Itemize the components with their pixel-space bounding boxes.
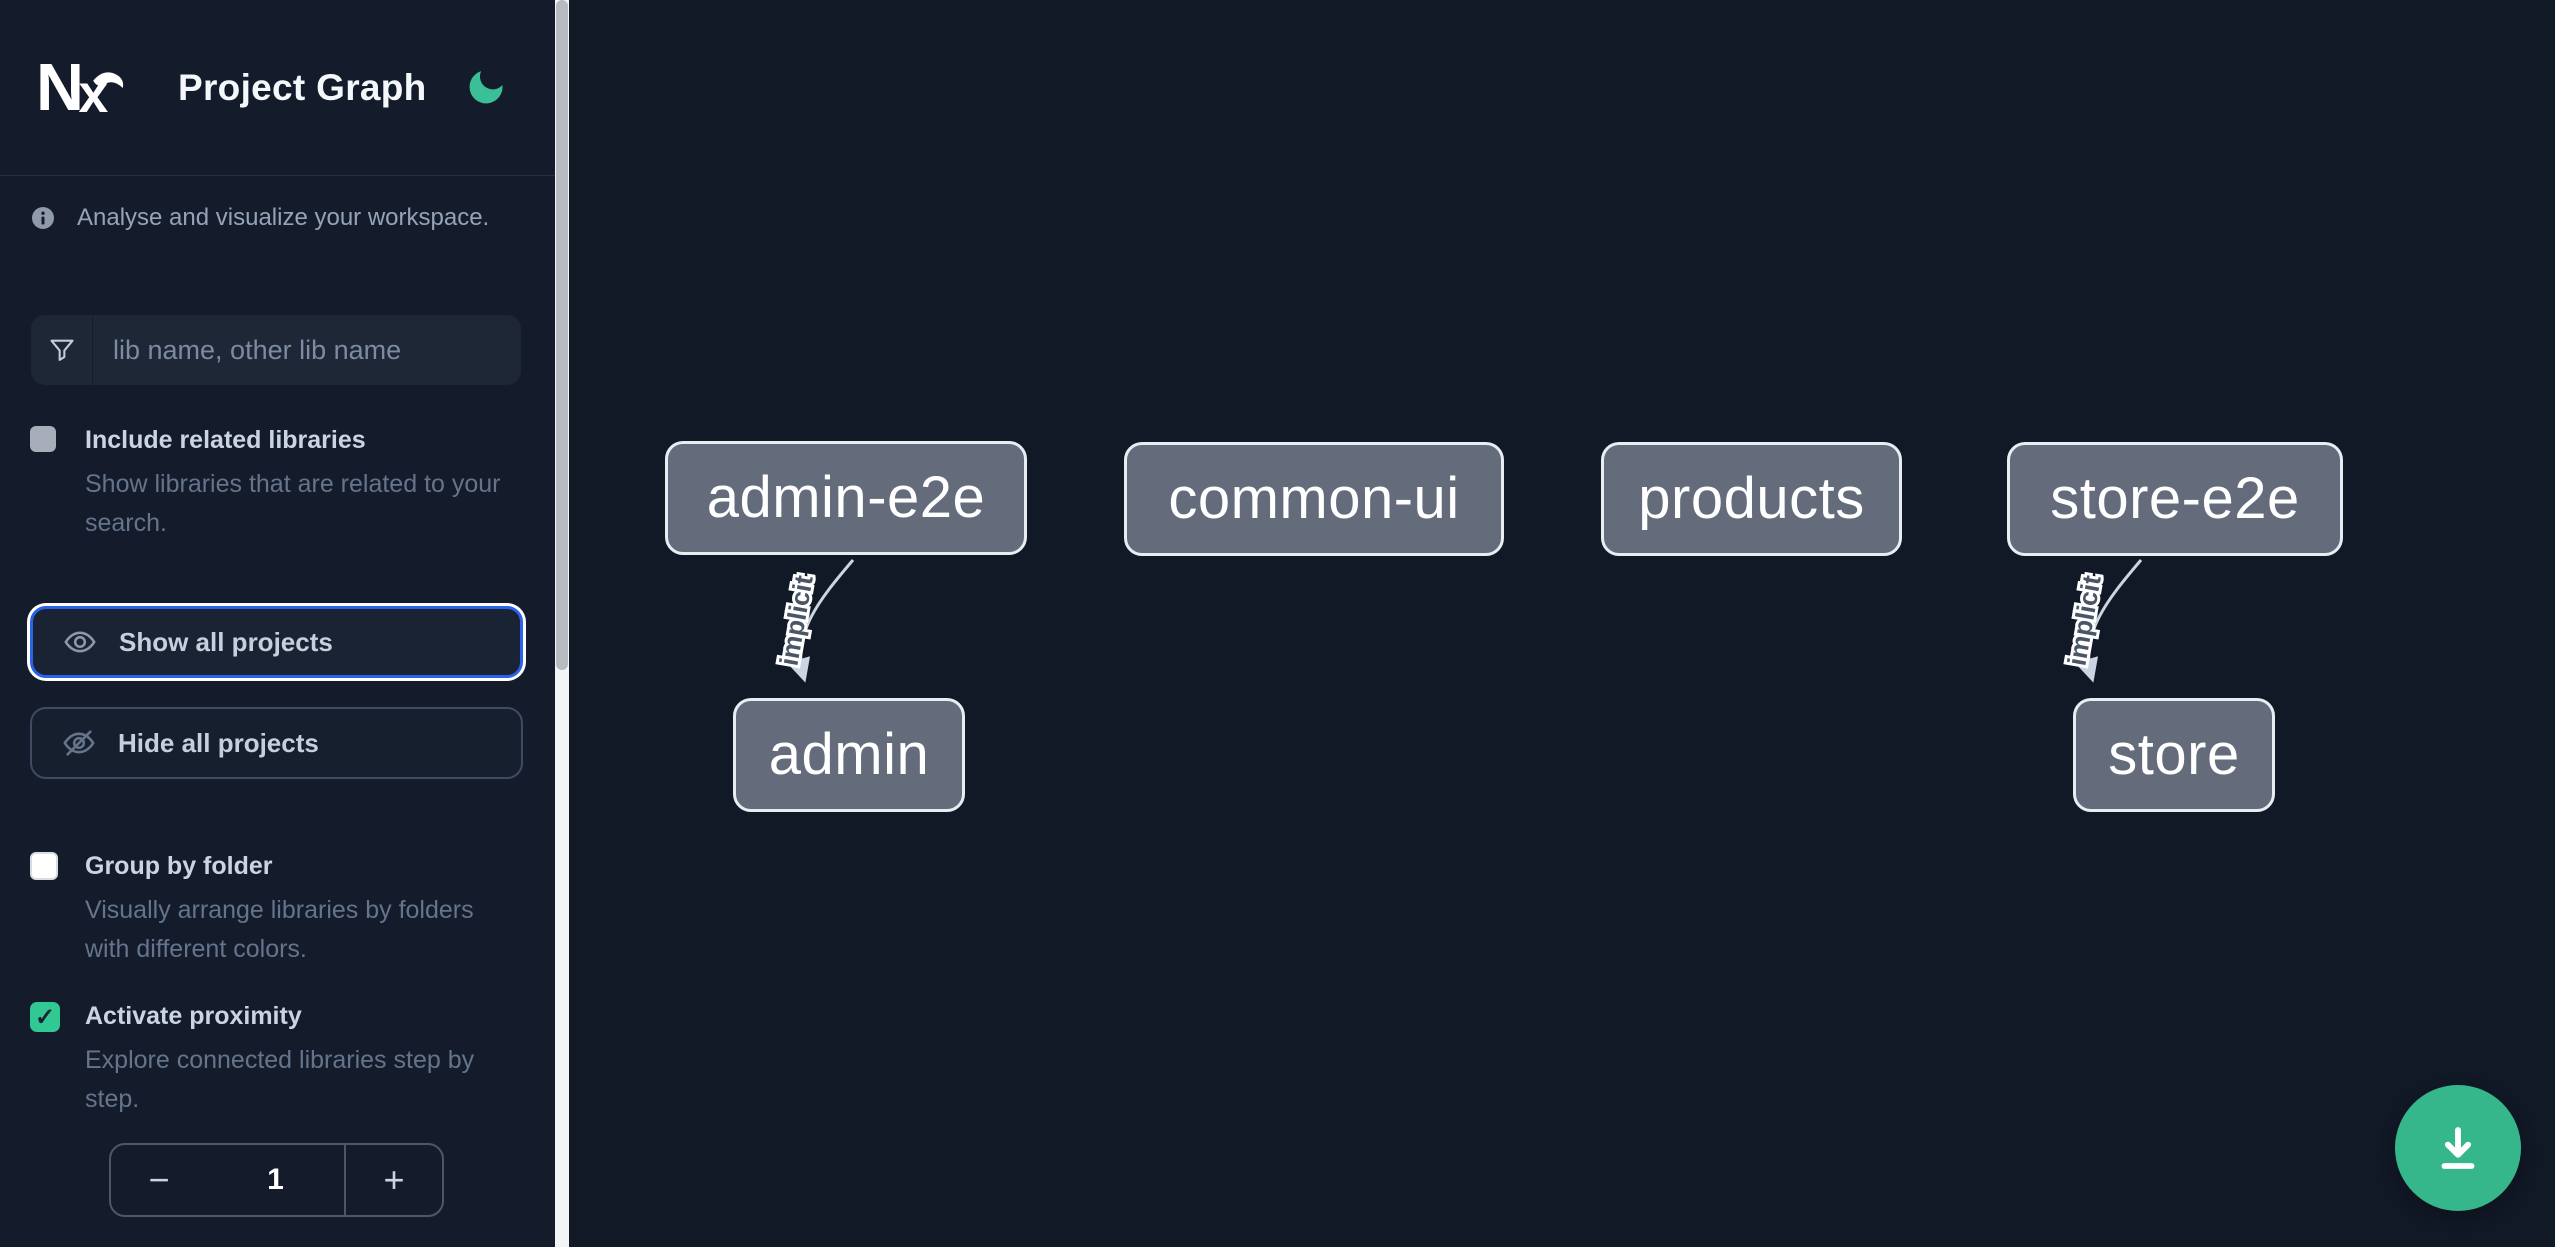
project-node-products[interactable]: products — [1601, 442, 1902, 556]
hide-all-projects-button[interactable]: Hide all projects — [30, 707, 523, 779]
edge-store-e2e-to-store[interactable]: implicit — [2058, 559, 2143, 683]
increment-button[interactable]: + — [346, 1145, 442, 1215]
decrement-button[interactable]: − — [111, 1145, 207, 1215]
activate-proximity-checkbox[interactable]: ✓ — [30, 1002, 60, 1032]
info-icon — [32, 207, 54, 229]
eye-icon — [64, 631, 96, 653]
group-by-folder-checkbox[interactable] — [30, 852, 58, 880]
proximity-depth-value: 1 — [207, 1145, 346, 1215]
show-all-projects-button[interactable]: Show all projects — [30, 606, 523, 678]
hide-all-projects-label: Hide all projects — [118, 727, 319, 758]
proximity-depth-stepper: − 1 + — [109, 1143, 444, 1217]
activate-proximity-description: Explore connected libraries step by step… — [85, 1046, 475, 1113]
include-related-label[interactable]: Include related libraries — [85, 426, 366, 454]
sidebar-scrollbar-track[interactable] — [555, 0, 569, 1247]
download-graph-button[interactable] — [2395, 1085, 2521, 1211]
show-all-projects-label: Show all projects — [119, 626, 333, 657]
sidebar: N x Project Graph Analyse and visualize … — [0, 0, 555, 1247]
funnel-icon-cell — [31, 315, 93, 385]
moon-icon — [469, 70, 503, 103]
eye-off-icon — [63, 730, 95, 756]
project-node-admin[interactable]: admin — [733, 698, 965, 812]
group-by-folder-description: Visually arrange libraries by folders wi… — [85, 896, 474, 963]
project-node-store[interactable]: store — [2073, 698, 2275, 812]
info-text: Analyse and visualize your workspace. — [77, 204, 490, 231]
filter-funnel-icon — [49, 339, 74, 361]
theme-toggle-button[interactable] — [458, 60, 514, 116]
checkmark-icon: ✓ — [34, 1003, 56, 1031]
option-group-by-folder: Group by folder Visually arrange librari… — [30, 850, 505, 969]
workspace-info: Analyse and visualize your workspace. — [31, 198, 489, 238]
activate-proximity-label[interactable]: Activate proximity — [85, 1002, 302, 1030]
edge-label: implicit — [2061, 573, 2106, 668]
include-related-description: Show libraries that are related to your … — [85, 470, 501, 537]
option-include-related: Include related libraries Show libraries… — [30, 424, 530, 543]
project-node-admin-e2e[interactable]: admin-e2e — [665, 441, 1027, 555]
include-related-checkbox[interactable] — [30, 426, 56, 452]
option-activate-proximity: ✓ Activate proximity Explore connected l… — [30, 1000, 500, 1119]
filter-search — [31, 315, 521, 385]
search-input[interactable] — [93, 315, 521, 385]
edge-admin-e2e-to-admin[interactable]: implicit — [770, 559, 855, 683]
nx-logo-icon: N x — [36, 52, 124, 124]
project-graph-canvas[interactable]: implicit implicit admin-e2e common-ui pr… — [569, 0, 2555, 1247]
project-node-store-e2e[interactable]: store-e2e — [2007, 442, 2343, 556]
page-title: Project Graph — [178, 67, 427, 108]
group-by-folder-label[interactable]: Group by folder — [85, 852, 273, 880]
project-node-common-ui[interactable]: common-ui — [1124, 442, 1504, 556]
svg-text:N: N — [36, 52, 84, 124]
sidebar-scrollbar-thumb[interactable] — [556, 0, 568, 670]
download-icon — [2441, 1127, 2475, 1169]
edge-label: implicit — [773, 573, 818, 668]
graph-edges: implicit implicit — [770, 559, 2143, 683]
sidebar-header: N x Project Graph — [0, 0, 555, 176]
